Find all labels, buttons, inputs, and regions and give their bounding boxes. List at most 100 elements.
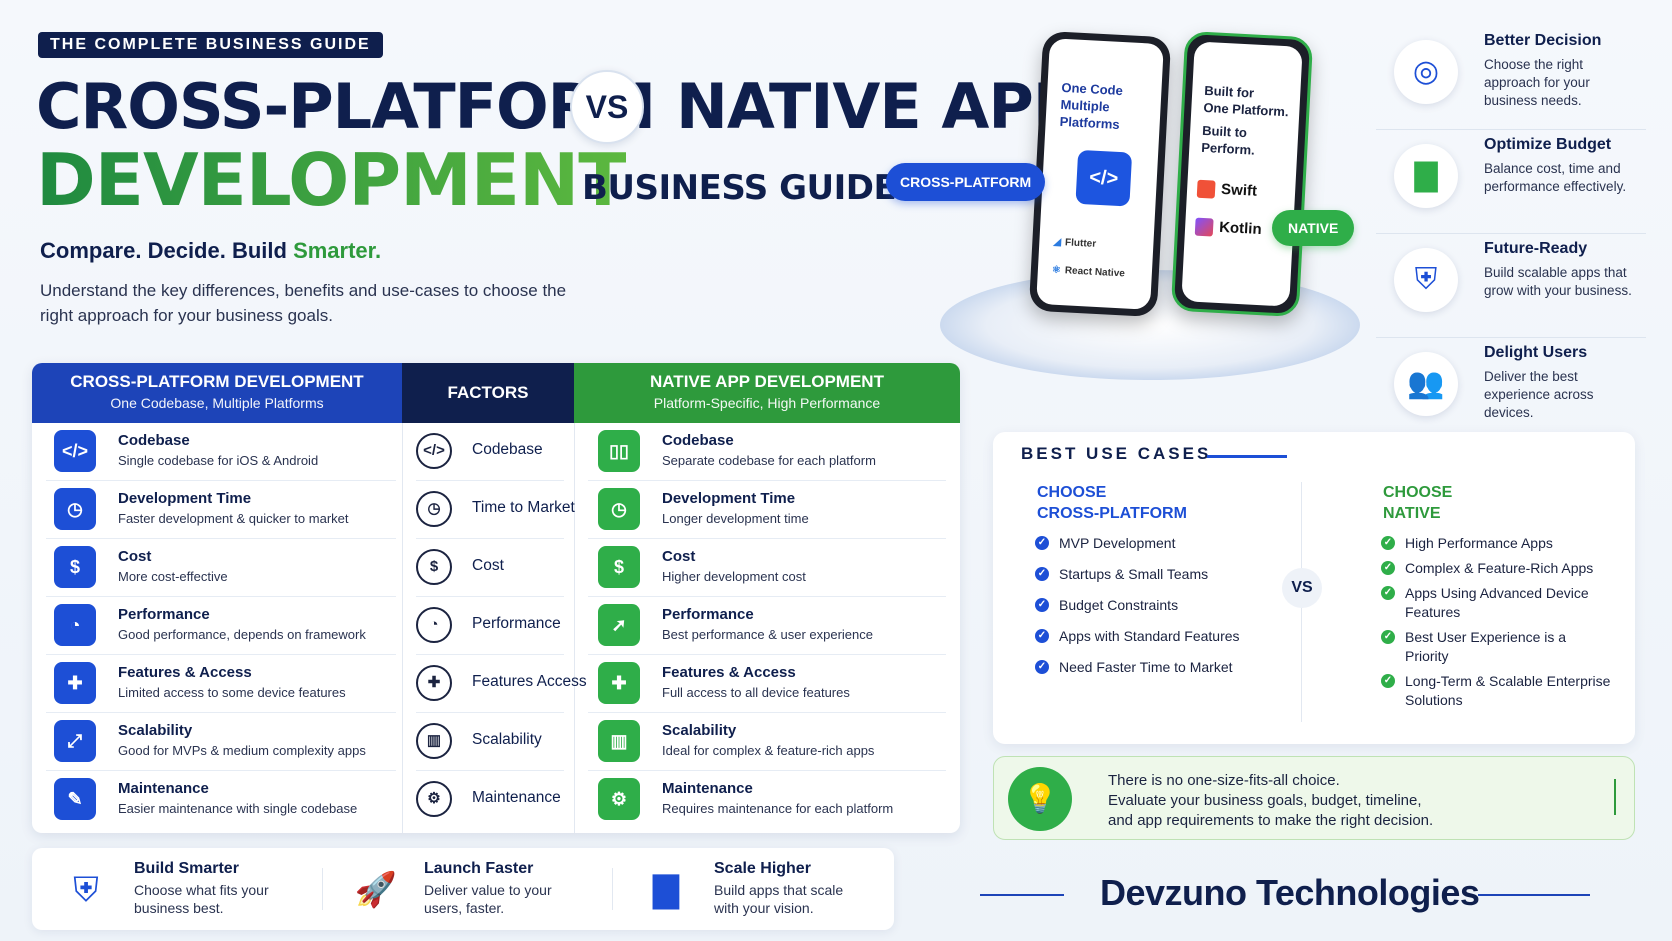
cp-code-icon: </> xyxy=(54,430,96,472)
factor-clock-icon: ◷ xyxy=(416,491,452,527)
kotlin-icon xyxy=(1194,217,1214,237)
cp-wrench-icon: ✎ xyxy=(54,778,96,820)
phone-native: Built for One Platform. Built to Perform… xyxy=(1170,30,1314,318)
row-divider xyxy=(588,538,946,539)
native-wrench-icon: ⚙ xyxy=(598,778,640,820)
cp-cell-description: Single codebase for iOS & Android xyxy=(118,453,319,468)
title-cross-platform: CROSS-PLATFORM xyxy=(36,70,656,143)
shield-check-icon: ⛨ xyxy=(1394,248,1458,312)
row-divider xyxy=(46,654,396,655)
row-divider xyxy=(416,770,564,771)
column-divider xyxy=(574,423,575,833)
cp-scale-icon: ⤢ xyxy=(54,720,96,762)
use-case-text: Complex & Feature-Rich Apps xyxy=(1405,560,1594,576)
cp-cell-title: Scalability xyxy=(118,722,193,739)
cp-cell-title: Cost xyxy=(118,548,152,565)
brand-name: Devzuno Technologies xyxy=(1100,872,1480,913)
users-icon: 👥 xyxy=(1394,352,1458,416)
benefit-description: Build scalable apps that grow with your … xyxy=(1484,265,1632,298)
use-case-item: ✓Complex & Feature-Rich Apps xyxy=(1381,559,1611,578)
tagline-text: Compare. Decide. Build xyxy=(40,238,294,263)
cp-cell-title: Maintenance xyxy=(118,780,209,797)
use-case-text: Budget Constraints xyxy=(1059,597,1179,613)
use-case-text: Best User Experience is a Priority xyxy=(1405,629,1567,664)
row-divider xyxy=(588,712,946,713)
cp-cell-title: Performance xyxy=(118,606,210,623)
brand-line-left xyxy=(980,894,1064,896)
note-text: There is no one-size-fits-all choice. Ev… xyxy=(1108,771,1433,831)
lightbulb-icon: 💡 xyxy=(1008,767,1072,831)
native-scale-icon: ▥ xyxy=(598,720,640,762)
factor-wrench-icon: ⚙ xyxy=(416,781,452,817)
note-line1: There is no one-size-fits-all choice. xyxy=(1108,772,1340,789)
swift-icon xyxy=(1196,179,1216,199)
tagline-accent: Smarter. xyxy=(293,238,382,263)
native-cell-description: Separate codebase for each platform xyxy=(662,453,876,468)
bottom-divider xyxy=(612,868,613,910)
check-circle-icon: ✓ xyxy=(1381,586,1395,600)
best-use-cases: BEST USE CASES CHOOSE CROSS-PLATFORM ✓MV… xyxy=(993,432,1635,744)
choose-cross-platform-heading: CHOOSE CROSS-PLATFORM xyxy=(1037,482,1187,524)
chart-growth-icon: ▇ xyxy=(1394,144,1458,208)
guide-tag: THE COMPLETE BUSINESS GUIDE xyxy=(38,32,383,58)
use-cases-title: BEST USE CASES xyxy=(1021,444,1212,463)
note-line3: and app requirements to make the right d… xyxy=(1108,812,1434,829)
use-cases-underline xyxy=(1207,455,1287,458)
native-cell-description: Ideal for complex & feature-rich apps xyxy=(662,743,875,758)
native-cell-title: Development Time xyxy=(662,490,796,507)
phone-cross-platform: One Code Multiple Platforms </> ◢Flutter… xyxy=(1028,30,1172,318)
use-case-text: Long-Term & Scalable Enterprise Solution… xyxy=(1405,673,1611,708)
benefit-description: Deliver the best experience across devic… xyxy=(1484,369,1594,420)
use-cases-vs-badge: VS xyxy=(1282,568,1322,608)
benefit-title: Better Decision xyxy=(1484,32,1602,49)
tagline: Compare. Decide. Build Smarter. xyxy=(40,238,381,264)
check-circle-icon: ✓ xyxy=(1035,598,1049,612)
use-case-text: Apps Using Advanced Device Features xyxy=(1405,585,1589,620)
benefit-title: Delight Users xyxy=(1484,344,1588,361)
native-coins-icon: $ xyxy=(598,546,640,588)
flutter-text: Flutter xyxy=(1064,237,1097,250)
cp-clock-icon: ◷ xyxy=(54,488,96,530)
factor-label: Time to Market xyxy=(472,499,575,516)
note-line2: Evaluate your business goals, budget, ti… xyxy=(1108,792,1422,809)
swift-label: Swift xyxy=(1196,179,1257,201)
cp-cell-title: Development Time xyxy=(118,490,252,507)
row-divider xyxy=(416,712,564,713)
row-divider xyxy=(416,654,564,655)
use-case-text: High Performance Apps xyxy=(1405,535,1553,551)
row-divider xyxy=(416,538,564,539)
use-case-item: ✓ Best User Experience is a Priority xyxy=(1381,628,1611,666)
flutter-label: ◢Flutter xyxy=(1053,237,1096,250)
kotlin-text: Kotlin xyxy=(1218,218,1263,239)
choose-cp-line2: CROSS-PLATFORM xyxy=(1037,505,1187,522)
cp-cell-description: Good for MVPs & medium complexity apps xyxy=(118,743,366,758)
rocket-icon: 🚀 xyxy=(354,871,398,909)
row-divider xyxy=(588,770,946,771)
bottom-benefit-title: Scale Higher xyxy=(714,860,811,877)
benefit-title: Optimize Budget xyxy=(1484,136,1612,153)
header-native-subtitle: Platform-Specific, High Performance xyxy=(653,395,881,411)
kotlin-label: Kotlin xyxy=(1194,217,1263,239)
header-cp-subtitle: One Codebase, Multiple Platforms xyxy=(110,395,324,411)
cp-cell-title: Features & Access xyxy=(118,664,252,681)
row-divider xyxy=(46,538,396,539)
flutter-icon: ◢ xyxy=(1053,236,1062,249)
native-pill: NATIVE xyxy=(1272,210,1355,246)
check-circle-icon: ✓ xyxy=(1381,630,1395,644)
bottom-benefit-title: Build Smarter xyxy=(134,860,239,877)
row-divider xyxy=(588,480,946,481)
factor-label: Cost xyxy=(472,557,504,574)
header-native-title: NATIVE APP DEVELOPMENT xyxy=(650,372,884,391)
header-factors-title: FACTORS xyxy=(447,383,529,402)
native-cell-description: Best performance & user experience xyxy=(662,627,873,642)
factor-label: Features Access xyxy=(472,673,587,690)
use-case-item: ✓Need Faster Time to Market xyxy=(1035,658,1275,677)
react-icon: ⚛ xyxy=(1051,264,1062,277)
use-case-item: ✓MVP Development xyxy=(1035,534,1275,553)
